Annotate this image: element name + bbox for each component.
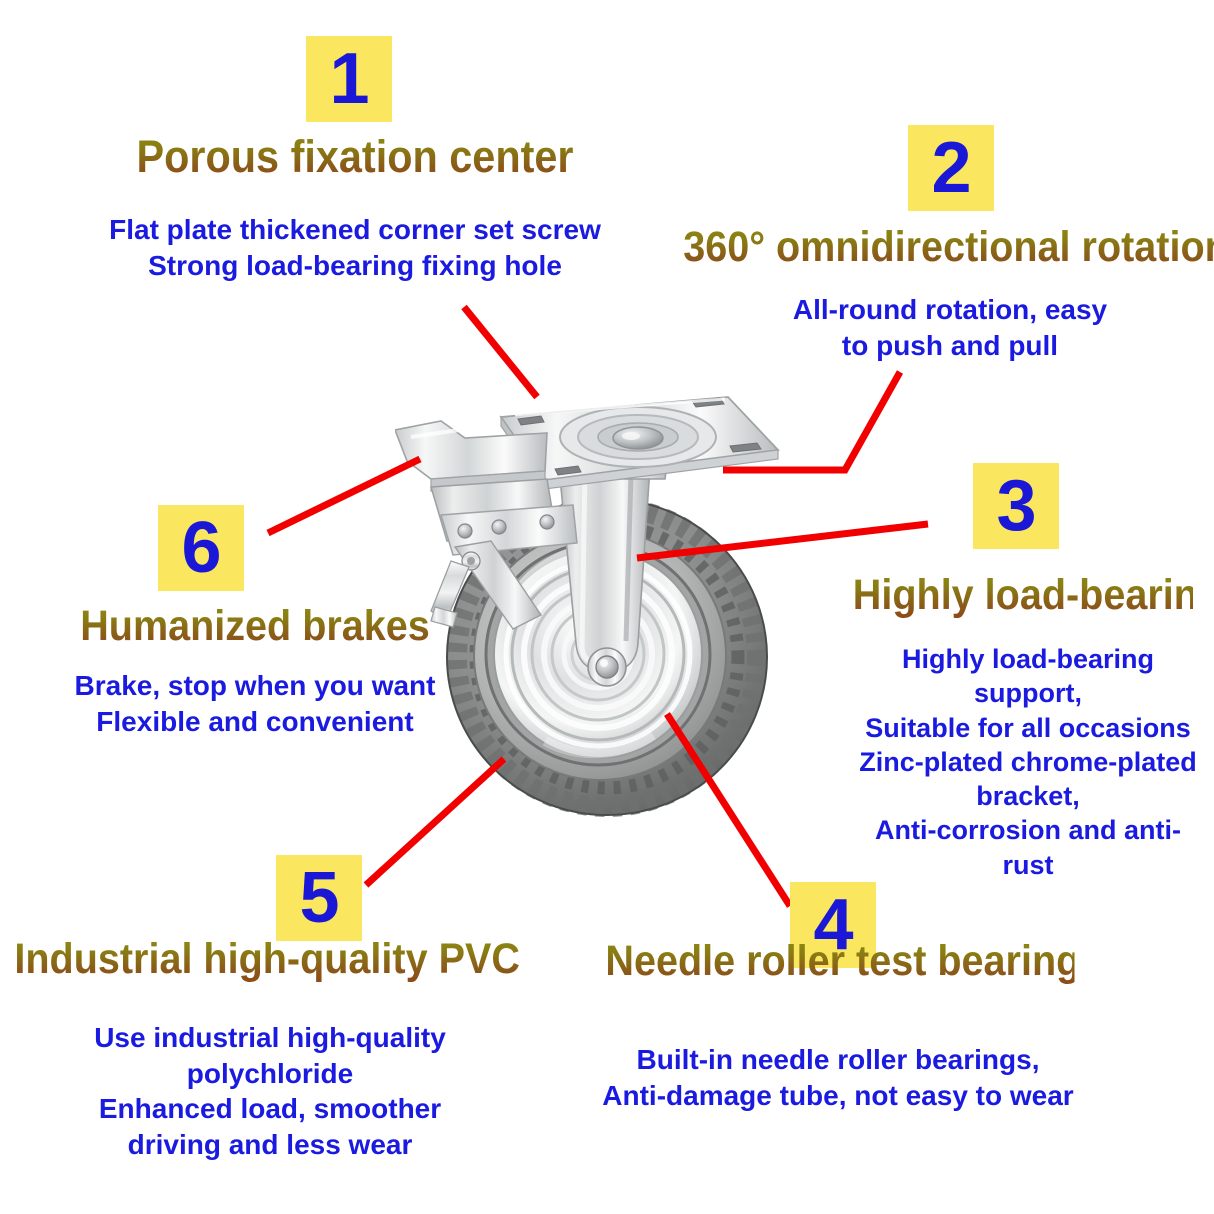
badge-6: 6 [158, 505, 244, 591]
section-4-title: Needle roller test bearing [605, 937, 1081, 985]
section-1-title: Porous fixation center [79, 133, 631, 181]
section-5-title: Industrial high-quality PVC wheels [14, 935, 663, 983]
badge-5: 5 [276, 855, 362, 941]
section-2-body: All-round rotation, easy to push and pul… [792, 294, 1108, 361]
section-6-title: Humanized brakes [80, 602, 430, 650]
badge-3: 3 [973, 463, 1059, 549]
caster-wheel-svg [393, 396, 780, 817]
brake-assembly [393, 420, 578, 630]
section-1-body: Flat plate thickened corner set screw St… [109, 214, 601, 281]
caster-wheel-illustration [393, 375, 815, 825]
badge-4: 4 [790, 882, 876, 968]
badge-1: 1 [306, 36, 392, 122]
section-4-body: Built-in needle roller bearings, Anti-da… [602, 1044, 1074, 1111]
section-3-body: Highly load-bearing support, Suitable fo… [859, 644, 1197, 880]
badge-2: 2 [908, 125, 994, 211]
section-5-body: Use industrial high-quality polychloride… [94, 1022, 446, 1160]
section-6-body: Brake, stop when you want Flexible and c… [74, 670, 436, 737]
section-3-title: Highly load-bearing [852, 571, 1214, 619]
section-2-title: 360° omnidirectional rotation [683, 224, 1214, 270]
